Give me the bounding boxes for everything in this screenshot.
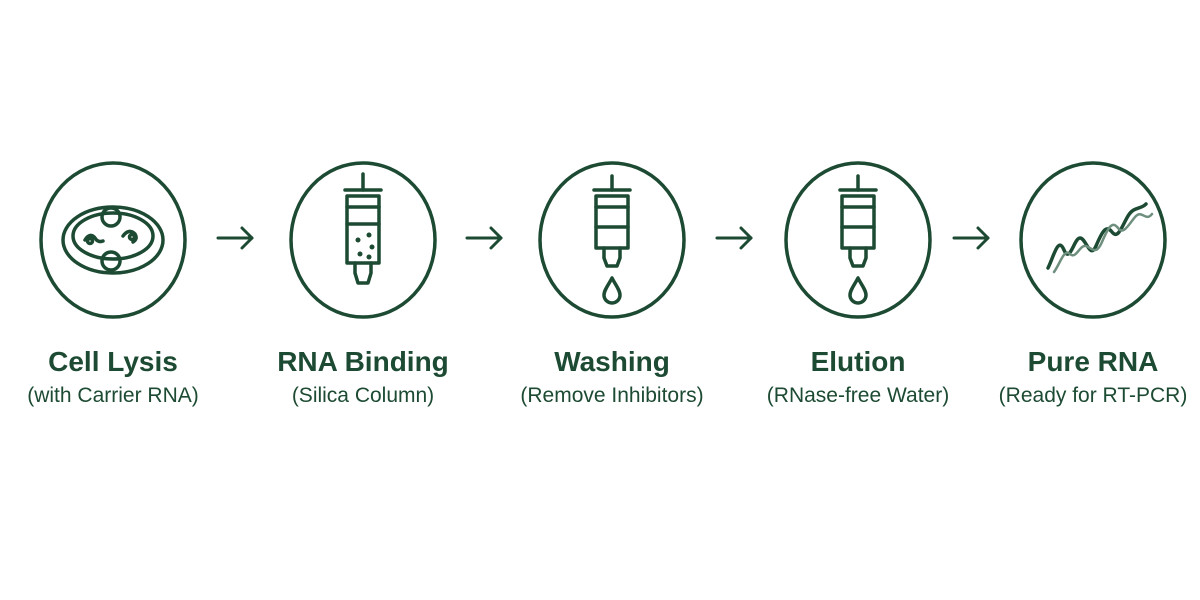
arrow-right-icon	[214, 223, 258, 253]
arrow-right-icon	[463, 223, 507, 253]
step-elution: Elution (RNase-free Water)	[748, 160, 968, 409]
column-drop-icon	[783, 160, 933, 320]
step-cell-lysis: Cell Lysis (with Carrier RNA)	[3, 160, 223, 409]
petri-dish-icon	[38, 160, 188, 320]
step-title: Cell Lysis	[48, 346, 178, 377]
arrow-right-icon	[713, 223, 757, 253]
step-title: Elution	[810, 346, 906, 377]
rna-strand-icon	[1018, 160, 1168, 320]
step-title: RNA Binding	[277, 346, 449, 377]
step-subtitle: (RNase-free Water)	[766, 384, 950, 407]
silica-column-icon	[288, 160, 438, 320]
step-subtitle: (Silica Column)	[291, 384, 435, 407]
step-title: Pure RNA	[1027, 346, 1159, 377]
step-subtitle: (Remove Inhibitors)	[520, 384, 704, 407]
step-washing: Washing (Remove Inhibitors)	[502, 160, 722, 409]
step-subtitle: (Ready for RT-PCR)	[998, 384, 1188, 407]
column-drop-icon	[537, 160, 687, 320]
step-pure-rna: Pure RNA (Ready for RT-PCR)	[983, 160, 1200, 409]
step-subtitle: (with Carrier RNA)	[27, 384, 199, 407]
arrow-right-icon	[950, 223, 994, 253]
step-title: Washing	[554, 346, 670, 377]
step-rna-binding: RNA Binding (Silica Column)	[253, 160, 473, 409]
